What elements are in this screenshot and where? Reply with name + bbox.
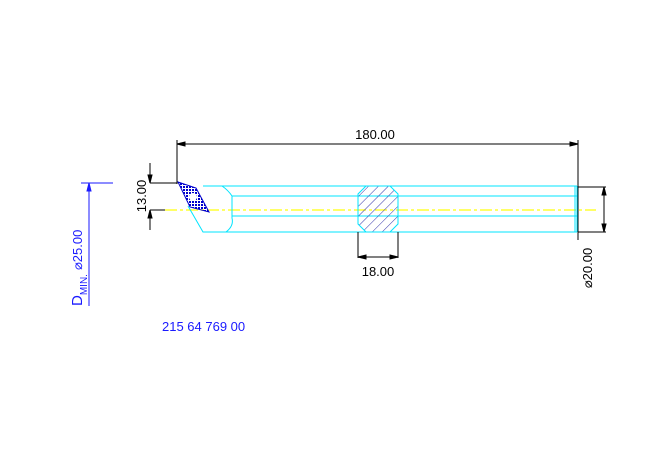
height-dimension: 13.00: [134, 180, 149, 213]
length-dimension: 180.00: [355, 127, 395, 142]
min-bore-value: ⌀25.00: [70, 230, 85, 270]
min-bore-dimension: DMIN. ⌀25.00: [69, 230, 90, 306]
min-bore-subscript: MIN.: [79, 274, 90, 295]
neck-dimension: 18.00: [362, 264, 395, 279]
shank-diameter-dimension: ⌀20.00: [580, 248, 595, 288]
cross-section: [357, 185, 399, 233]
insert-icon: [177, 181, 210, 213]
dimension-lines: [147, 140, 607, 260]
min-bore-marker: [81, 182, 113, 306]
min-bore-label: D: [69, 295, 86, 306]
part-number: 215 64 769 00: [162, 319, 245, 334]
